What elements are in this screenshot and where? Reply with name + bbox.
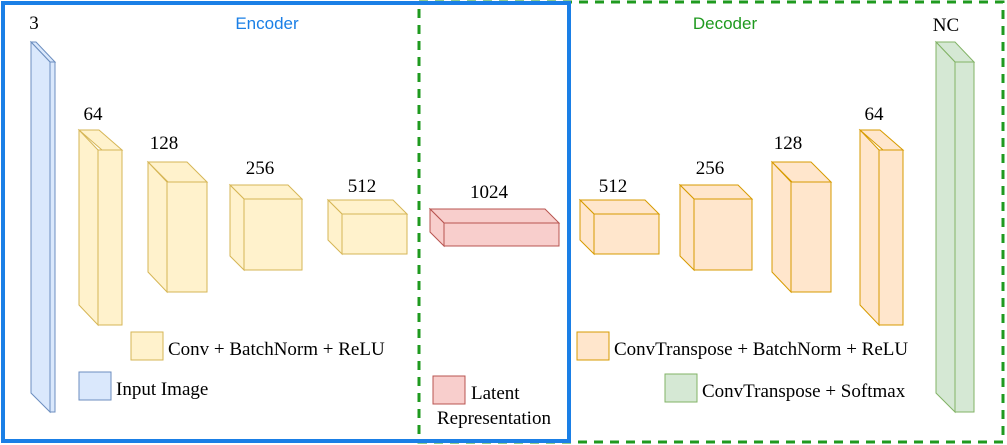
input-label: 3	[29, 13, 39, 34]
encoder-block-128	[146, 160, 209, 294]
legend-conv-text: Conv + BatchNorm + ReLU	[168, 339, 385, 360]
decoder-block-128	[770, 160, 833, 294]
output-block	[934, 40, 976, 414]
decoder-label-256: 256	[696, 158, 725, 179]
legend-softmax-swatch	[664, 373, 698, 403]
decoder-block-256	[678, 183, 754, 272]
encoder-label-64: 64	[84, 104, 104, 125]
legend-softmax-text: ConvTranspose + Softmax	[702, 381, 906, 402]
decoder-title: Decoder	[693, 14, 758, 33]
output-label: NC	[933, 15, 959, 36]
encoder-block-512	[326, 198, 409, 256]
encoder-frame	[1, 1, 571, 443]
legend-latent-swatch	[432, 375, 466, 405]
decoder-label-64: 64	[865, 104, 885, 125]
legend-convT-swatch	[576, 331, 610, 361]
input-block	[29, 40, 57, 414]
encoder-title: Encoder	[235, 14, 299, 33]
decoder-frame	[417, 0, 1005, 444]
encoder-label-256: 256	[246, 158, 275, 179]
legend-latent-text-2: Representation	[437, 408, 551, 429]
legend-input-swatch	[78, 371, 112, 401]
decoder-block-64	[858, 128, 905, 327]
decoder-label-512: 512	[599, 176, 628, 197]
latent-label: 1024	[470, 182, 509, 203]
legend-conv-swatch	[130, 331, 164, 361]
decoder-label-128: 128	[774, 133, 803, 154]
encoder-label-128: 128	[150, 133, 179, 154]
encoder-block-256	[228, 183, 304, 272]
legend-convT-text: ConvTranspose + BatchNorm + ReLU	[614, 339, 908, 360]
encoder-block-64	[77, 128, 124, 327]
legend-input-text: Input Image	[116, 379, 208, 400]
latent-block	[428, 207, 561, 248]
encoder-label-512: 512	[348, 176, 377, 197]
legend-latent-text-1: Latent	[471, 383, 520, 404]
decoder-block-512	[578, 198, 661, 256]
